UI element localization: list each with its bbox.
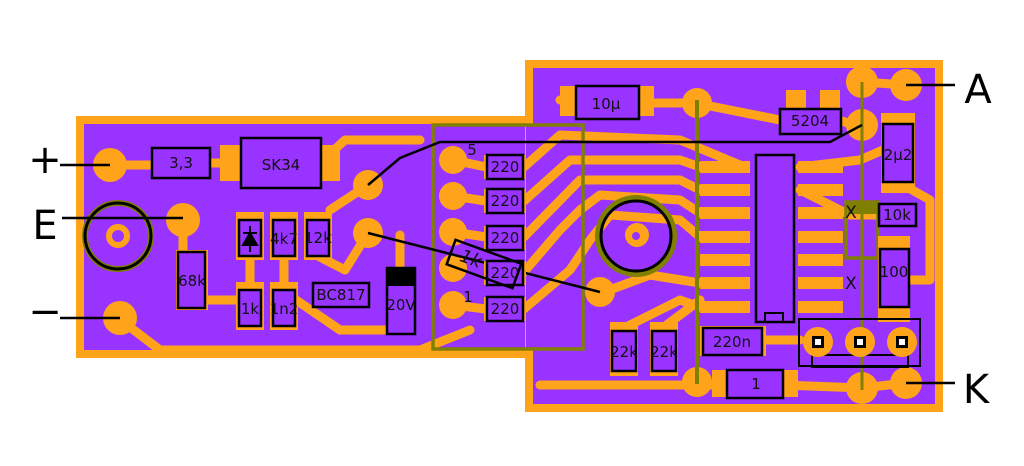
capacitor-220n: 220n — [700, 326, 766, 357]
svg-text:220n: 220n — [713, 333, 751, 351]
header-connector — [798, 318, 921, 368]
x-mark: X — [845, 203, 857, 223]
pin-5-label: 5 — [467, 141, 477, 159]
svg-text:68k: 68k — [178, 272, 206, 290]
resistor-12k: 12k — [304, 212, 332, 260]
diode-sk34: SK34 — [220, 136, 340, 190]
x-mark: X — [845, 274, 857, 294]
terminal-minus-label: − — [28, 289, 62, 335]
svg-text:220: 220 — [491, 229, 520, 247]
diode-small — [236, 212, 264, 260]
transistor-bc817: BC817 — [311, 281, 371, 309]
svg-text:220: 220 — [491, 300, 520, 318]
svg-text:22k: 22k — [610, 343, 638, 361]
resistor-68k: 68k — [176, 250, 208, 310]
connector-outline — [431, 123, 585, 351]
svg-text:12k: 12k — [304, 229, 332, 247]
ic-5204: 5204 — [778, 90, 843, 136]
resistor-22k-2: 22k — [650, 322, 678, 376]
svg-text:10k: 10k — [883, 206, 911, 224]
svg-text:22k: 22k — [650, 343, 678, 361]
svg-text:BC817: BC817 — [316, 286, 365, 304]
svg-text:2µ2: 2µ2 — [884, 146, 913, 164]
resistor-4k7: 4k7 — [270, 212, 298, 260]
capacitor-10u: 10µ — [560, 84, 654, 121]
svg-text:1n2: 1n2 — [270, 300, 299, 318]
svg-text:1: 1 — [751, 375, 761, 393]
resistor-1: 1 — [712, 368, 798, 400]
svg-text:SK34: SK34 — [262, 156, 300, 174]
svg-text:220: 220 — [491, 264, 520, 282]
capacitor-1n2: 1n2 — [270, 282, 299, 330]
svg-text:10µ: 10µ — [592, 95, 621, 113]
resistor-220-4: 220 — [484, 187, 526, 215]
svg-text:4k7: 4k7 — [270, 230, 298, 248]
zener-20v: 20V — [385, 266, 416, 336]
resistor-220-5: 220 — [484, 153, 526, 181]
terminal-k-label: K — [963, 367, 991, 413]
terminal-plus-label: + — [28, 137, 62, 183]
mounting-holes — [82, 195, 677, 277]
ic-body — [754, 153, 796, 324]
diode-icon — [241, 226, 259, 252]
svg-text:220: 220 — [491, 158, 520, 176]
resistor-100: 100 — [878, 236, 911, 322]
resistor-1k: 1k — [236, 282, 264, 330]
resistor-220-3: 220 — [484, 224, 526, 252]
resistor-220-1: 220 — [484, 295, 526, 323]
svg-text:1k: 1k — [241, 300, 260, 318]
pin-1-label: 1 — [463, 288, 473, 306]
svg-text:220: 220 — [491, 192, 520, 210]
jumper-wire — [367, 123, 863, 186]
capacitor-2u2: 2µ2 — [881, 113, 915, 193]
terminal-e-label: E — [32, 203, 57, 249]
svg-text:5204: 5204 — [791, 112, 829, 130]
svg-text:100: 100 — [880, 263, 909, 281]
svg-text:3,3: 3,3 — [169, 154, 193, 172]
resistor-22k-1: 22k — [610, 322, 638, 376]
terminal-a-label: A — [964, 67, 992, 113]
resistor-3-3: 3,3 — [150, 146, 212, 180]
svg-text:20V: 20V — [386, 296, 416, 314]
resistor-10k: 10k — [877, 202, 918, 228]
ic-pads — [700, 161, 843, 313]
